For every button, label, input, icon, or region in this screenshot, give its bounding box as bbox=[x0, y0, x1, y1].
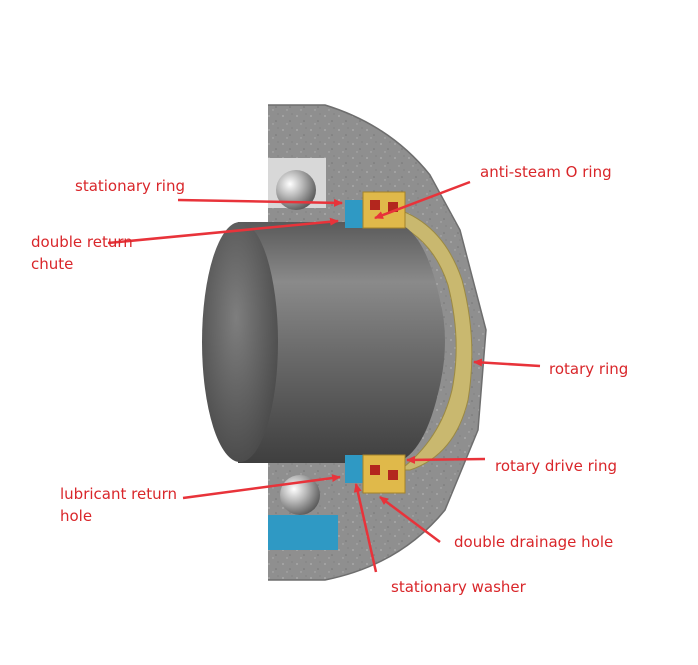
label-rotary-drive-ring: rotary drive ring bbox=[495, 455, 617, 477]
label-lubricant-return-hole-line2: hole bbox=[60, 505, 92, 527]
label-double-return-chute-line2: chute bbox=[31, 253, 73, 275]
label-stationary-ring: stationary ring bbox=[75, 175, 185, 197]
label-stationary-washer: stationary washer bbox=[391, 576, 526, 598]
label-lubricant-return-hole-line1: lubricant return bbox=[60, 483, 177, 505]
label-double-return-chute-line1: double return bbox=[31, 231, 133, 253]
shaft bbox=[202, 222, 445, 463]
arrow-rotary-drive-ring bbox=[407, 459, 485, 460]
label-anti-steam-o-ring: anti-steam O ring bbox=[480, 161, 612, 183]
label-double-drainage-hole: double drainage hole bbox=[454, 531, 613, 553]
label-rotary-ring: rotary ring bbox=[549, 358, 628, 380]
